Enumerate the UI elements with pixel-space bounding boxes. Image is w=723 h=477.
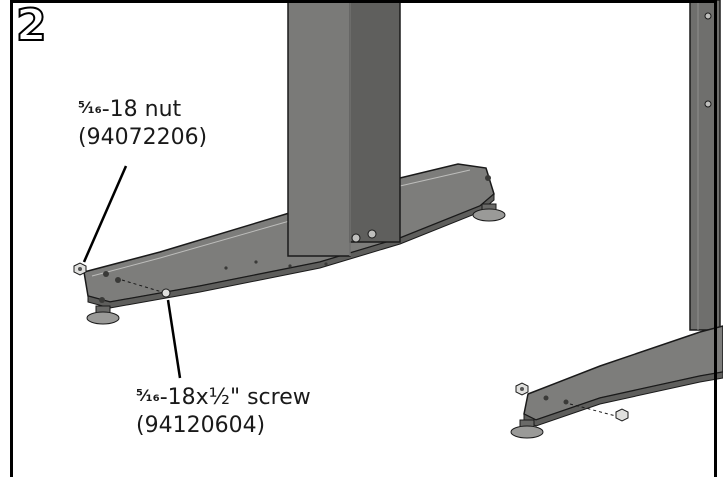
screw-part — [161, 288, 171, 298]
plate-hole — [563, 399, 569, 405]
plate-hole — [115, 277, 121, 283]
plate-hole — [485, 175, 491, 181]
screw-fraction: ⁵⁄₁₆ — [136, 386, 160, 405]
leveling-foot — [510, 419, 544, 439]
assembly-axis — [569, 403, 617, 417]
diagram-frame — [10, 0, 717, 477]
left-foot-plate-edge — [87, 192, 495, 309]
nut-callout: ⁵⁄₁₆-18 nut (94072206) — [78, 94, 207, 152]
plate-hole — [288, 264, 292, 268]
plate-hole — [324, 262, 328, 266]
nut-name: -18 nut — [101, 97, 182, 122]
leveling-foot — [472, 203, 506, 222]
screw-part — [615, 408, 629, 422]
plate-hole — [543, 395, 549, 401]
screw-callout: ⁵⁄₁₆-18x½" screw (94120604) — [136, 382, 311, 440]
screw-leader-line — [166, 299, 182, 379]
column-bolt — [704, 100, 712, 108]
column-bolt — [351, 233, 361, 243]
column-bolt — [704, 12, 712, 20]
left-foot-plate-bevel — [91, 169, 471, 277]
plate-hole — [99, 297, 105, 303]
nut-part-number: (94072206) — [78, 125, 208, 150]
plate-hole — [254, 260, 258, 264]
plate-hole — [103, 271, 109, 277]
nut-part — [515, 382, 529, 396]
screw-part-number: (94120604) — [136, 413, 266, 438]
nut-leader-line — [82, 165, 128, 263]
screw-spec: ⁵⁄₁₆-18x½" screw — [136, 382, 311, 412]
step-number: 2 — [15, 0, 48, 51]
leveling-foot — [86, 305, 120, 325]
left-column-front — [287, 0, 351, 257]
nut-spec: ⁵⁄₁₆-18 nut — [78, 94, 207, 124]
assembly-axis — [121, 279, 163, 293]
plate-hole — [224, 266, 228, 270]
column-bolt — [367, 229, 377, 239]
nut-part — [73, 262, 87, 276]
nut-fraction: ⁵⁄₁₆ — [78, 98, 102, 117]
screw-name: -18x½" screw — [159, 385, 311, 410]
